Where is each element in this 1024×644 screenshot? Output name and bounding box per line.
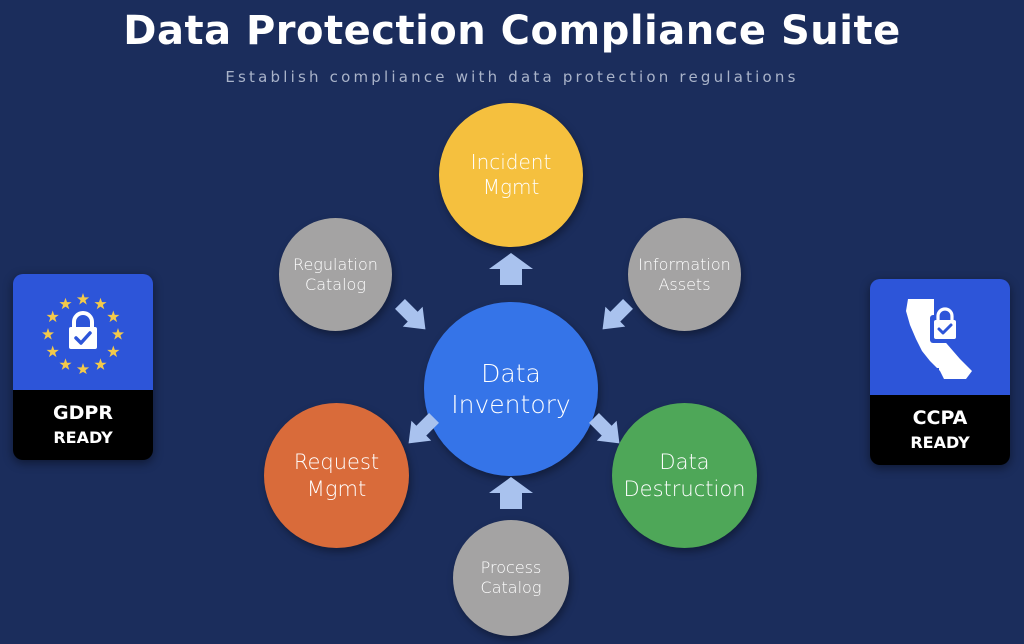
regulation-line1: Regulation	[293, 254, 378, 274]
page-subtitle: Establish compliance with data protectio…	[225, 68, 799, 86]
ccpa-ready-badge: CCPA READY	[870, 279, 1010, 465]
process-line1: Process	[480, 558, 542, 577]
arrow-to-incident-icon	[489, 253, 533, 285]
ccpa-label: CCPA	[912, 407, 968, 429]
information-line1: Information	[638, 254, 731, 274]
ccpa-ready-label: READY	[910, 433, 970, 452]
incident-line2: Mgmt	[482, 175, 540, 199]
regulation-line2: Catalog	[305, 274, 366, 294]
center-line1: Data	[481, 358, 541, 388]
arrow-to-request-icon	[408, 413, 439, 444]
incident-line1: Incident	[470, 150, 552, 174]
gdpr-ready-badge: GDPR READY	[13, 274, 153, 460]
request-line2: Mgmt	[306, 476, 367, 501]
arrow-to-destruction-icon	[589, 413, 620, 444]
request-line1: Request	[293, 450, 380, 475]
eu-stars-lock-icon	[42, 293, 124, 374]
gdpr-ready-label: READY	[53, 428, 113, 447]
page-title: Data Protection Compliance Suite	[123, 8, 901, 54]
gdpr-label: GDPR	[53, 402, 113, 424]
california-lock-icon	[906, 299, 972, 379]
arrow-from-regulation-icon	[395, 299, 426, 330]
destruction-line1: Data	[659, 450, 710, 475]
information-line2: Assets	[658, 274, 711, 294]
center-line2: Inventory	[451, 390, 571, 419]
arrow-from-process-icon	[489, 477, 533, 509]
process-line2: Catalog	[480, 578, 542, 597]
destruction-line2: Destruction	[623, 476, 746, 501]
arrow-from-information-icon	[602, 299, 633, 330]
